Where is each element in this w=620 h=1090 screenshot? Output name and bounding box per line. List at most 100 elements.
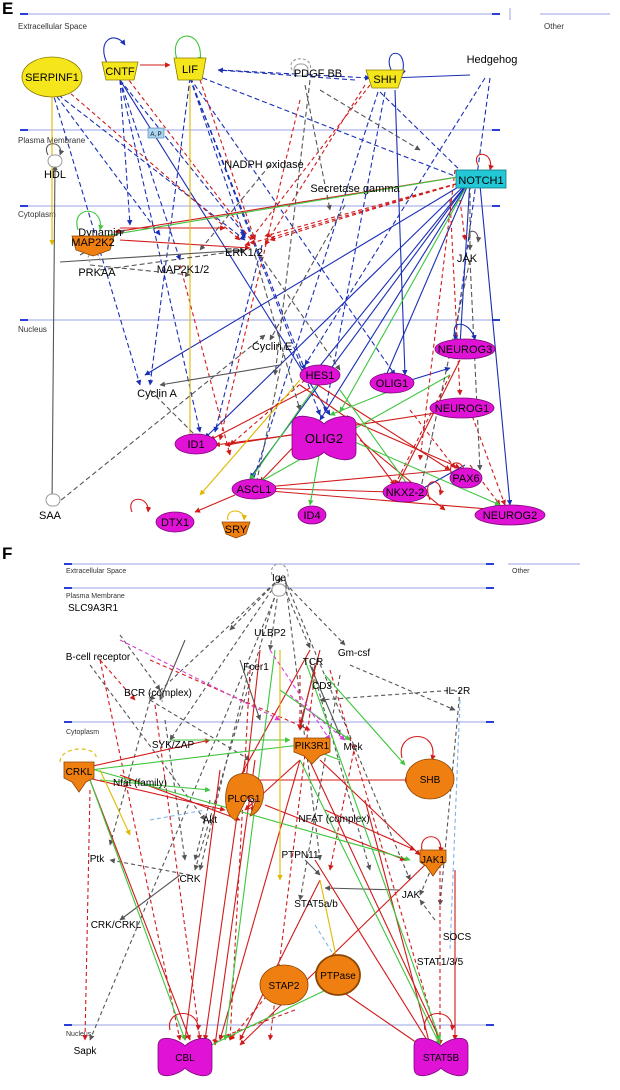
node-olig2[interactable]: OLIG2 [291,415,357,461]
node-nfatfamily[interactable]: Nfat (family) [113,778,167,789]
node-socs[interactable]: SOCS [443,932,472,943]
node-secretase[interactable]: Secretase gamma [310,183,400,195]
node-tcr[interactable]: TCR [303,657,324,668]
node-pax6[interactable]: PAX6 [449,467,483,489]
node-ptk[interactable]: Ptk [90,854,105,865]
node-label: OLIG2 [305,431,343,446]
node-slc9a3r1[interactable]: SLC9A3R1 [68,603,118,614]
region-other-e: Other [544,22,564,31]
node-hes1[interactable]: HES1 [299,364,341,386]
node-plcg1[interactable]: PLCG1 [225,773,264,821]
node-notch1[interactable]: NOTCH1 [455,169,507,189]
node-dtx1[interactable]: DTX1 [155,511,195,533]
node-label: PIK3R1 [295,741,330,752]
node-crk[interactable]: CRK [179,874,200,885]
node-serpinf1[interactable]: SERPINF1 [21,56,83,98]
panel-f-regions [64,563,580,1026]
node-hdl[interactable]: HDL [44,154,66,181]
node-stap2[interactable]: STAP2 [259,964,309,1006]
region-nucleus-f: Nucleus [66,1031,92,1038]
node-neurog1[interactable]: NEUROG1 [429,397,495,419]
node-mek[interactable]: Mek [344,742,364,753]
panel-e: E Extracellular Space Other Plasma Membr… [2,0,610,539]
node-cntf[interactable]: CNTF [101,61,139,81]
node-id4[interactable]: ID4 [297,505,327,525]
region-cytoplasm-e: Cytoplasm [18,210,56,219]
node-label: ID1 [187,439,204,451]
node-crkl[interactable]: CRKL [63,761,95,793]
node-nfatcomplex[interactable]: NFAT (complex) [298,814,369,825]
node-gmcsf[interactable]: Gm-csf [338,648,370,659]
node-jak1[interactable]: JAK1 [419,849,447,877]
panel-f-letter: F [2,544,12,563]
node-akt[interactable]: Akt [203,815,218,826]
node-map2k12[interactable]: MAP2K1/2 [157,264,210,276]
panel-e-regions [20,8,610,321]
node-cycline[interactable]: Cyclin E [252,341,292,353]
node-sykzap[interactable]: SYK/ZAP [152,740,195,751]
node-fcer1[interactable]: Fcer1 [243,662,269,673]
node-label: PAX6 [452,473,479,485]
node-label: MAP2K2 [71,237,114,249]
node-label: ID4 [303,510,320,522]
node-nadph[interactable]: NADPH oxidase [224,159,303,171]
node-ptpn11[interactable]: PTPN11 [281,850,318,861]
node-cyclina[interactable]: Cyclin A [137,388,177,400]
node-cbl[interactable]: CBL [157,1037,213,1077]
node-sapk[interactable]: Sapk [74,1046,98,1057]
node-label: HES1 [306,370,335,382]
node-bcellreceptor[interactable]: B-cell receptor [66,652,131,663]
node-label: CBL [175,1053,195,1064]
node-stat5b[interactable]: STAT5B [413,1037,469,1077]
node-cd3[interactable]: CD3 [312,681,332,692]
node-label: Ige [272,573,286,584]
node-label: ASCL1 [237,484,272,496]
node-erk12[interactable]: ERK1/2 [225,247,263,259]
node-shb[interactable]: SHB [405,758,455,800]
panel-e-letter: E [2,0,13,18]
node-nkx22[interactable]: NKX2-2 [382,481,428,503]
node-shh[interactable]: SHH [365,69,405,89]
panel-e-edges [45,35,513,513]
node-label: NOTCH1 [458,175,503,187]
node-label: SHH [373,74,396,86]
node-crkcrkl[interactable]: CRK/CRKL [91,920,142,931]
node-ascl1[interactable]: ASCL1 [231,478,277,500]
node-neurog2[interactable]: NEUROG2 [474,504,546,526]
node-jak-f[interactable]: JAK [402,890,421,901]
node-sry[interactable]: SRY [221,510,251,539]
node-id1[interactable]: ID1 [174,433,218,455]
region-extracellular-e: Extracellular Space [18,22,87,31]
panel-f-edges [59,563,461,1049]
node-stat135[interactable]: STAT1/3/5 [417,957,464,968]
node-pik3r1[interactable]: PIK3R1 [293,737,331,765]
node-label: PTPase [320,971,356,982]
node-pdgfbb[interactable]: PDGF BB [293,63,342,80]
node-ulbp2[interactable]: ULBP2 [254,628,286,639]
node-prkaa[interactable]: PRKAA [78,267,116,279]
node-label: NEUROG3 [438,344,492,356]
node-label: SERPINF1 [25,72,79,84]
svg-text:A, P: A, P [150,132,161,138]
node-stat5ab[interactable]: STAT5a/b [294,899,338,910]
node-label: PDGF BB [294,68,342,80]
node-label: JAK1 [421,855,445,866]
node-label: STAP2 [269,981,300,992]
node-il2r[interactable]: IL-2R [446,686,470,697]
node-olig1[interactable]: OLIG1 [369,372,415,394]
node-label: NEUROG2 [483,510,537,522]
node-neurog3[interactable]: NEUROG3 [434,338,496,360]
node-jak-e[interactable]: JAK [457,253,478,265]
node-map2k2[interactable]: MAP2K2 [71,235,115,257]
node-ptpase[interactable]: PTPase [315,954,361,996]
node-saa[interactable]: SAA [39,493,62,522]
node-hedgehog[interactable]: Hedgehog [467,54,518,66]
node-label: SHB [420,775,441,786]
region-plasma-f: Plasma Membrane [66,593,125,600]
node-bcr[interactable]: BCR (complex) [124,688,192,699]
node-label: STAT5B [423,1053,460,1064]
node-ige[interactable]: Ige [271,573,287,597]
node-lif[interactable]: LIF [173,57,207,81]
region-extracellular-f: Extracellular Space [66,568,126,575]
node-label: CRKL [66,767,93,778]
